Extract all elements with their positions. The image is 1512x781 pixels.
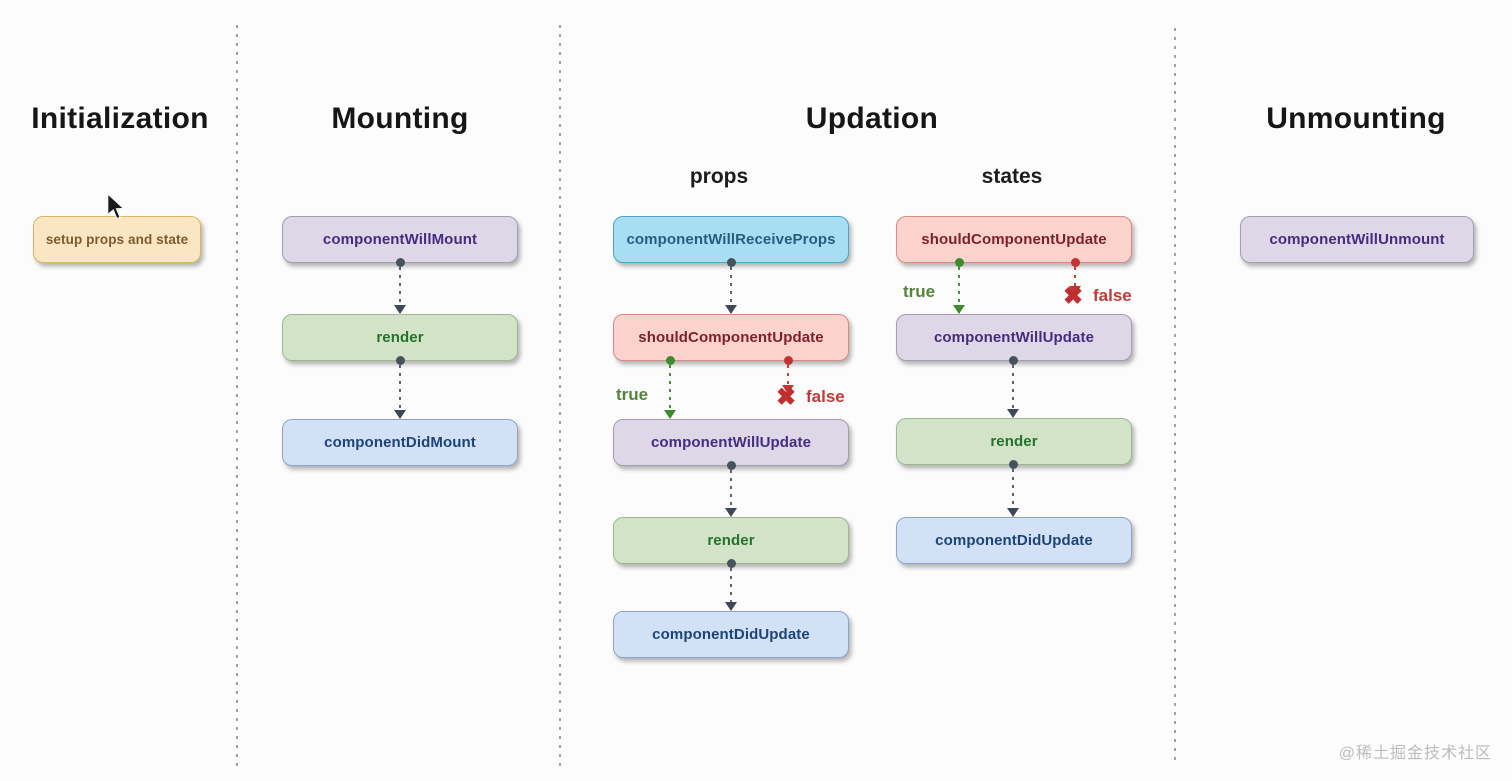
arrow-head-icon (725, 602, 737, 611)
arrow-dash-line (730, 267, 732, 306)
arrow-origin-dot (395, 356, 405, 365)
flow-arrow (1006, 460, 1020, 517)
node-componentDidUpdate: componentDidUpdate (896, 517, 1132, 564)
arrow-origin-dot (1070, 258, 1080, 267)
arrow-origin-dot (783, 356, 793, 365)
node-componentWillUnmount: componentWillUnmount (1240, 216, 1474, 263)
node-render: render (613, 517, 849, 564)
arrow-head-icon (782, 385, 794, 394)
arrow-head-icon (725, 305, 737, 314)
subcolumn-title-props: props (689, 165, 749, 188)
branch-label-true: true (616, 385, 649, 404)
false-cross-icon: ✖ (1063, 283, 1084, 310)
branch-label-true: true (903, 282, 936, 301)
arrow-dash-line (730, 568, 732, 603)
arrow-head-icon (1007, 508, 1019, 517)
arrow-dash-line (1012, 365, 1014, 410)
arrow-head-icon (953, 305, 965, 314)
column-title-updation: Updation (805, 102, 939, 135)
cursor-icon (106, 192, 126, 225)
node-render: render (896, 418, 1132, 465)
node-shouldComponentUpdate: shouldComponentUpdate (613, 314, 849, 361)
flow-arrow (724, 559, 738, 611)
node-componentWillMount: componentWillMount (282, 216, 518, 263)
arrow-origin-dot (726, 461, 736, 470)
arrow-head-icon (725, 508, 737, 517)
arrow-dash-line (399, 365, 401, 411)
arrow-origin-dot (954, 258, 964, 267)
arrow-origin-dot (1008, 356, 1018, 365)
arrow-origin-dot (726, 559, 736, 568)
node-componentDidMount: componentDidMount (282, 419, 518, 466)
node-setup-props-and-state: setup props and state (33, 216, 201, 263)
arrow-head-icon (1069, 286, 1081, 295)
arrow-origin-dot (726, 258, 736, 267)
branch-label-false: false (1093, 286, 1132, 305)
arrow-dash-line (399, 267, 401, 306)
arrow-head-icon (664, 410, 676, 419)
node-shouldComponentUpdate: shouldComponentUpdate (896, 216, 1132, 263)
column-title-unmounting: Unmounting (1266, 102, 1446, 135)
column-divider (1174, 28, 1176, 764)
watermark: @稀土掘金技术社区 (1338, 745, 1492, 762)
node-componentWillUpdate: componentWillUpdate (613, 419, 849, 466)
arrow-head-icon (394, 305, 406, 314)
flow-arrow-false (1068, 258, 1082, 295)
node-componentDidUpdate: componentDidUpdate (613, 611, 849, 658)
flow-arrow (724, 258, 738, 314)
node-componentWillUpdate: componentWillUpdate (896, 314, 1132, 361)
arrow-dash-line (958, 267, 960, 306)
flow-arrow (1006, 356, 1020, 418)
arrow-dash-line (1074, 267, 1076, 287)
node-componentWillReceiveProps: componentWillReceiveProps (613, 216, 849, 263)
false-cross-icon: ✖ (776, 384, 797, 411)
column-title-mounting: Mounting (331, 102, 469, 135)
subcolumn-title-states: states (981, 165, 1043, 188)
flow-arrow-true (663, 356, 677, 419)
flow-arrow-false (781, 356, 795, 394)
flow-arrow (393, 258, 407, 314)
node-render: render (282, 314, 518, 361)
arrow-dash-line (669, 365, 671, 411)
arrow-head-icon (1007, 409, 1019, 418)
arrow-dash-line (787, 365, 789, 386)
column-divider (236, 25, 238, 766)
flow-arrow (393, 356, 407, 419)
column-divider (559, 25, 561, 766)
column-title-initialization: Initialization (31, 102, 209, 135)
flow-arrow (724, 461, 738, 517)
arrow-dash-line (1012, 469, 1014, 509)
flow-arrow-true (952, 258, 966, 314)
arrow-dash-line (730, 470, 732, 509)
arrow-origin-dot (1008, 460, 1018, 469)
arrow-head-icon (394, 410, 406, 419)
arrow-origin-dot (665, 356, 675, 365)
arrow-origin-dot (395, 258, 405, 267)
branch-label-false: false (806, 387, 845, 406)
